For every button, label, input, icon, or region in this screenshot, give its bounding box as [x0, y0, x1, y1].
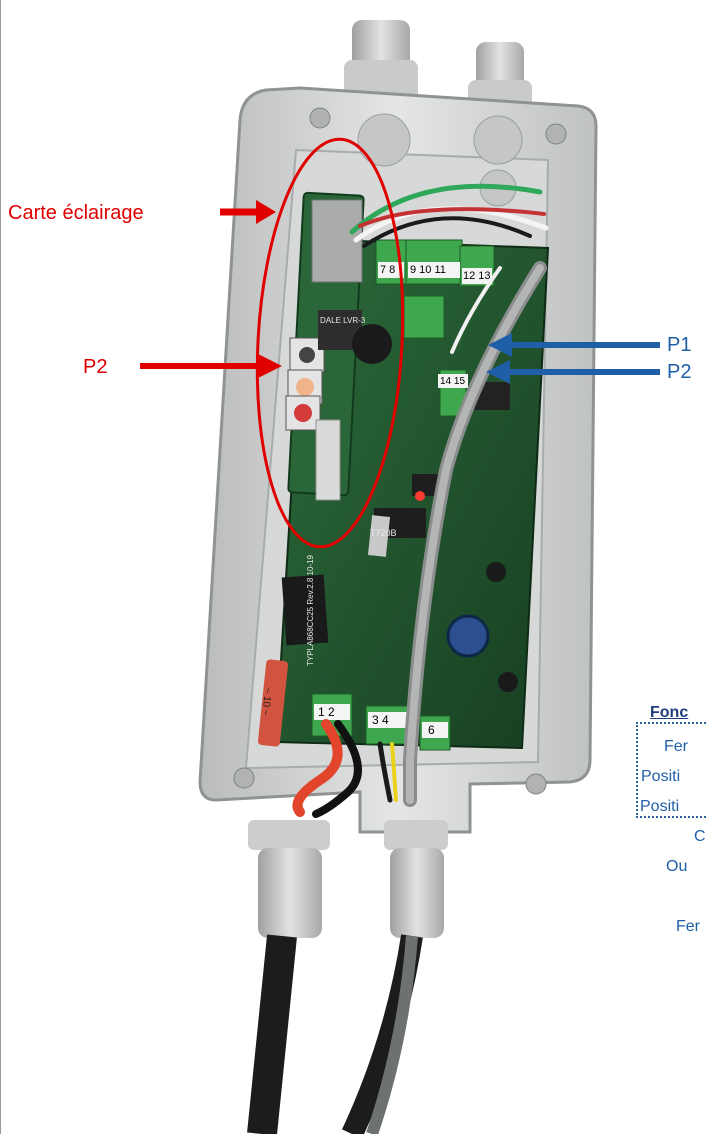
- lighting-card-highlight: [255, 137, 405, 549]
- relay-label: DALE LVR-3: [320, 316, 366, 325]
- legend-box: [636, 722, 706, 818]
- legend-row: C: [694, 828, 706, 845]
- legend-row: Ou: [666, 858, 688, 875]
- terminal-label-9-11: 9 10 11: [410, 264, 446, 276]
- label-carte-eclairage: Carte éclairage: [8, 202, 144, 224]
- legend-row: Positi: [640, 798, 680, 815]
- label-p1: P1: [667, 334, 692, 356]
- legend-title: Fonc: [650, 704, 689, 721]
- terminal-label-6: 6: [428, 723, 435, 737]
- terminal-label-3-4: 3 4: [372, 713, 389, 727]
- label-p2-left: P2: [83, 356, 108, 378]
- module-label: TYPLA868CC25 Rev.2.8 10-19: [306, 554, 316, 667]
- terminal-label-14-15: 14 15: [440, 376, 466, 387]
- top-cable-glands: [344, 20, 532, 114]
- legend-row: Fer: [664, 738, 688, 755]
- bottom-cable-glands: [248, 820, 448, 938]
- terminal-label-1-2: 1 2: [318, 705, 335, 719]
- label-p2-right: P2: [667, 361, 692, 383]
- legend-row: Positi: [641, 768, 681, 785]
- bottom-terminal-blocks: [311, 693, 451, 751]
- terminal-label-7-8: 7 8: [380, 264, 396, 276]
- legend-row: Fer: [676, 918, 700, 935]
- t720-label: T720B: [370, 528, 397, 538]
- terminal-label-12-13: 12 13: [463, 270, 491, 282]
- page-left-border: [0, 0, 1, 1134]
- bottom-cable-left: [247, 934, 297, 1134]
